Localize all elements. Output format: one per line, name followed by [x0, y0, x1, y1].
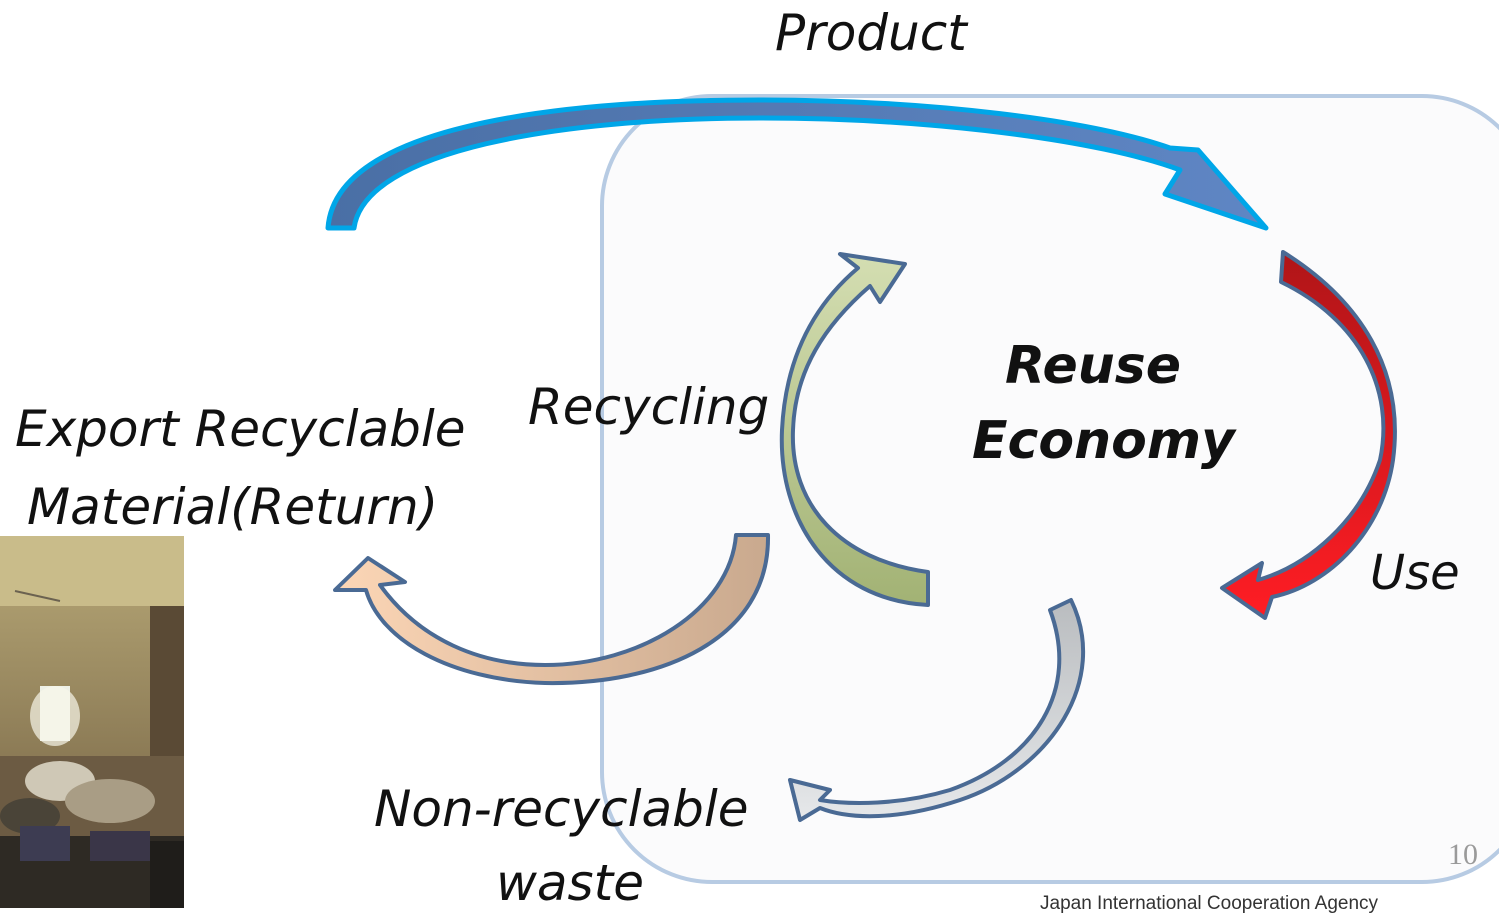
reuse-economy-frame: [600, 94, 1499, 884]
recycling-warehouse-photo: [0, 536, 184, 908]
product-arrow: [325, 97, 1269, 231]
nonrecyclable-label-line1: Non-recyclable: [374, 780, 749, 838]
export-label-line2: Material(Return): [27, 478, 439, 536]
footer-agency: Japan International Cooperation Agency: [1040, 893, 1379, 914]
recycling-label: Recycling: [528, 378, 770, 436]
product-label: Product: [775, 4, 967, 62]
export-label-line1: Export Recyclable: [15, 400, 466, 458]
export-arrow: [333, 533, 771, 686]
waste-arrow: [788, 598, 1086, 822]
recycling-arrow: [779, 252, 930, 607]
economy-label: Economy: [972, 411, 1235, 471]
reuse-label: Reuse: [1005, 336, 1181, 396]
nonrecyclable-label-line2: waste: [496, 854, 644, 912]
use-label: Use: [1370, 545, 1460, 601]
use-arrow: [1220, 250, 1397, 620]
page-number: 10: [1448, 838, 1478, 871]
